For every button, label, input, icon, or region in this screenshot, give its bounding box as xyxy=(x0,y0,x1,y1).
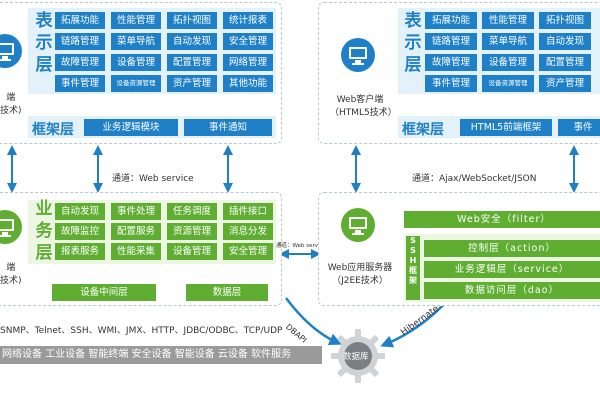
left-business-cell: 设备管理 xyxy=(167,243,217,260)
right-presentation-cell: 故障管理 xyxy=(425,54,477,71)
arrow-dbapi xyxy=(285,297,342,346)
right-framework-item-1: HTML5前端框架 xyxy=(460,119,552,136)
database-gear-icon xyxy=(331,329,385,383)
right-presentation-cell: 配置管理 xyxy=(539,54,591,71)
right-server-label: Web应用服务器 （J2EE技术） xyxy=(324,262,396,288)
left-framework-item-2: 事件通知 xyxy=(184,119,272,136)
left-presentation-cell: 拓展功能 xyxy=(55,12,105,29)
right-client-line-2: （HTML5技术） xyxy=(330,108,397,118)
left-presentation-cell: 故障管理 xyxy=(55,54,105,71)
left-business-cell: 消息分发 xyxy=(223,223,273,240)
web-security-bar: Web安全（filter） xyxy=(404,211,600,228)
left-presentation-cell: 事件管理 xyxy=(55,75,105,92)
right-presentation-cell: 设备管理 xyxy=(482,54,534,71)
right-presentation-cell: 拓扑视图 xyxy=(539,12,591,29)
server-monitor-icon xyxy=(0,210,22,244)
right-presentation-cell: 资产管理 xyxy=(539,75,591,92)
ssh-layer-service: 业务逻辑层（service） xyxy=(424,261,600,278)
right-presentation-cell: 链路管理 xyxy=(425,33,477,50)
database-label: 数据库 xyxy=(343,352,369,362)
web-client-monitor-icon xyxy=(341,38,375,72)
left-business-cell: 事件处理 xyxy=(111,203,161,220)
web-server-monitor-icon xyxy=(341,208,375,242)
left-client-line-1: 端 xyxy=(6,93,16,103)
left-presentation-cell: 安全管理 xyxy=(223,33,273,50)
right-client-line-1: Web客户端 xyxy=(336,95,384,105)
left-presentation-cell: 设备管理 xyxy=(111,54,161,71)
left-framework-title: 框架层 xyxy=(32,122,74,138)
right-presentation-cell: 设备资源管理 xyxy=(482,75,534,92)
left-business-bottom-1: 设备中间层 xyxy=(52,284,156,301)
left-business-cell: 报表服务 xyxy=(55,243,105,260)
left-business-cell: 任务调度 xyxy=(167,203,217,220)
right-server-line-1: Web应用服务器 xyxy=(327,263,393,273)
left-client-line-2: 技术) xyxy=(0,106,22,116)
left-business-cell: 自动发现 xyxy=(55,203,105,220)
left-channel-label: 通道：Web service xyxy=(112,174,194,184)
left-presentation-cell: 性能管理 xyxy=(111,12,161,29)
right-presentation-title: 表 示 层 xyxy=(404,11,422,75)
left-presentation-cell: 统计报表 xyxy=(223,12,273,29)
right-framework-title: 框架层 xyxy=(402,122,444,138)
right-client-label: Web客户端 （HTML5技术） xyxy=(330,94,397,120)
left-presentation-cell: 配置管理 xyxy=(167,54,217,71)
left-server-label: 端 技术) xyxy=(0,262,22,288)
right-presentation-cell: 自动发现 xyxy=(539,33,591,50)
right-presentation-cell: 菜单导航 xyxy=(482,33,534,50)
left-presentation-cell: 网络管理 xyxy=(223,54,273,71)
left-presentation-cell: 拓扑视图 xyxy=(167,12,217,29)
left-business-cell: 安全管理 xyxy=(223,243,273,260)
protocol-list: SNMP、Telnet、SSH、WMI、JMX、HTTP、JDBC/ODBC、T… xyxy=(0,326,283,336)
right-presentation-cell: 性能管理 xyxy=(482,12,534,29)
ssh-layer-control: 控制层（action） xyxy=(424,240,600,257)
left-business-bottom-2: 数据层 xyxy=(186,284,268,301)
left-presentation-cell: 链路管理 xyxy=(55,33,105,50)
left-presentation-cell: 其他功能 xyxy=(223,75,273,92)
left-presentation-cell: 设备资源管理 xyxy=(111,75,161,92)
left-business-cell: 故障监控 xyxy=(55,223,105,240)
right-server-line-2: （J2EE技术） xyxy=(332,276,388,286)
left-server-line-1: 端 xyxy=(6,263,16,273)
left-presentation-cell: 资产管理 xyxy=(167,75,217,92)
right-framework-item-2: 事件 xyxy=(558,119,600,136)
right-channel-label: 通道：Ajax/WebSocket/JSON xyxy=(412,174,537,184)
left-business-cell: 资源管理 xyxy=(167,223,217,240)
left-server-line-2: 技术) xyxy=(0,276,22,286)
left-business-title: 业 务 层 xyxy=(35,199,53,263)
left-presentation-cell: 自动发现 xyxy=(167,33,217,50)
left-business-cell: 配置服务 xyxy=(111,223,161,240)
right-presentation-cell: 拓展功能 xyxy=(425,12,477,29)
left-client-label: 端 技术) xyxy=(0,92,22,118)
left-presentation-title: 表 示 层 xyxy=(35,11,53,75)
device-category-band: 网络设备 工业设备 智能终端 安全设备 智能设备 云设备 软件服务 xyxy=(0,346,322,364)
left-business-cell: 性能采集 xyxy=(111,243,161,260)
mini-channel-label: 通道：Web service xyxy=(276,243,326,249)
right-presentation-cell: 事件管理 xyxy=(425,75,477,92)
left-presentation-cell: 菜单导航 xyxy=(111,33,161,50)
ssh-layer-dao: 数据访问层（dao） xyxy=(424,282,600,299)
left-business-cell: 插件接口 xyxy=(223,203,273,220)
left-framework-item-1: 业务逻辑模块 xyxy=(84,119,178,136)
monitor-icon xyxy=(0,34,22,68)
